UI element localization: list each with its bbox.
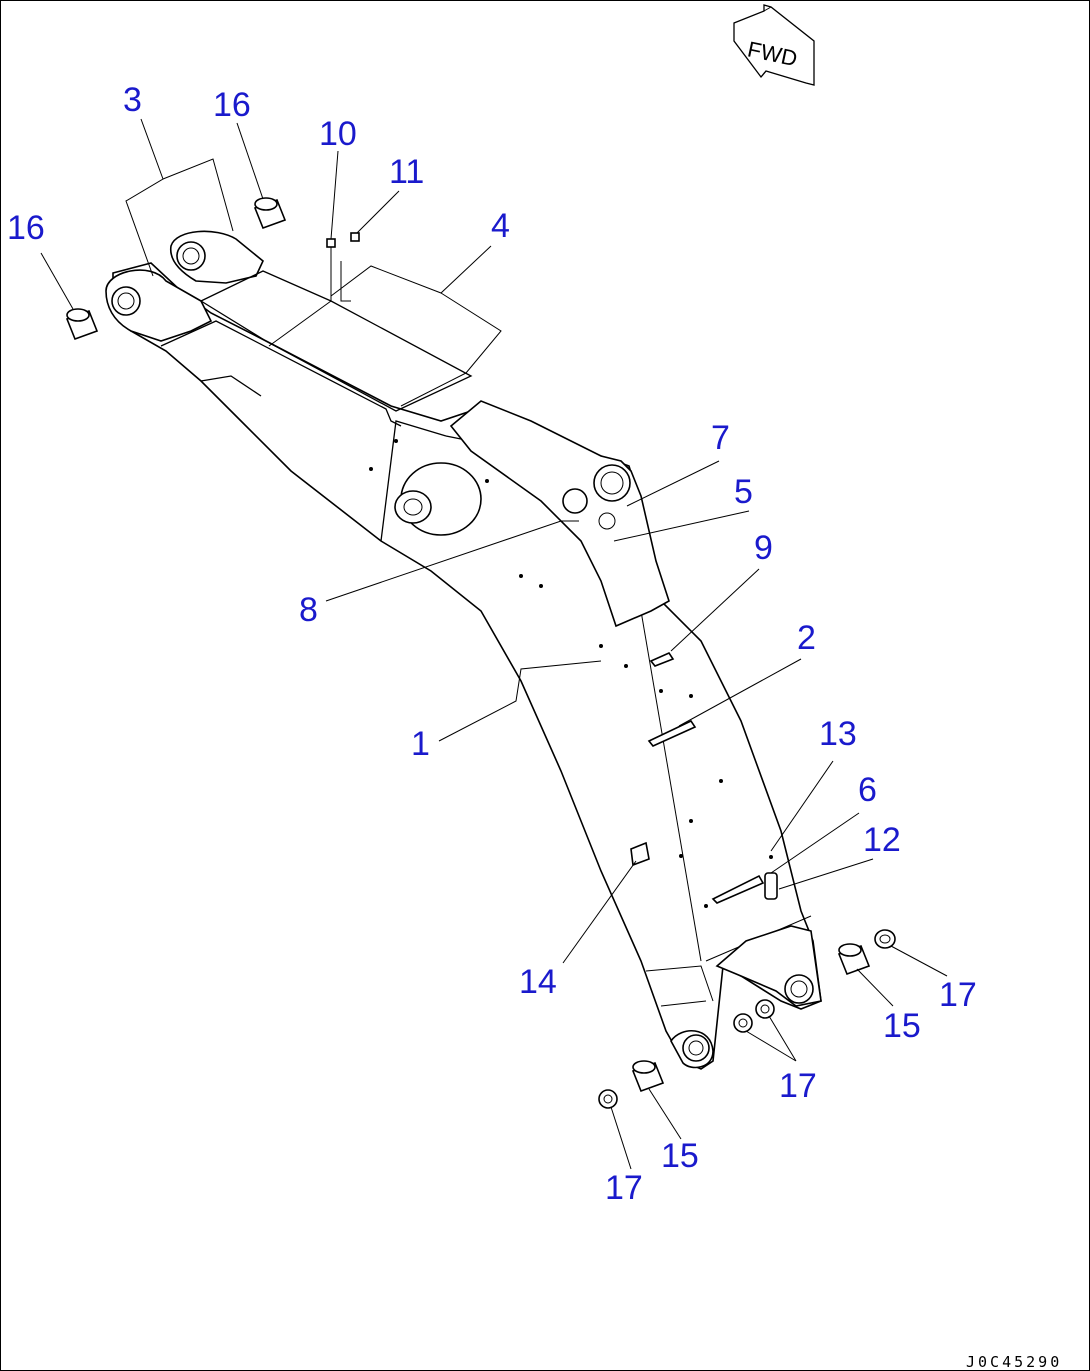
callout-17-center: 17 bbox=[779, 1067, 817, 1105]
callout-4: 4 bbox=[491, 207, 510, 245]
callout-15-right: 15 bbox=[883, 1007, 921, 1045]
fwd-arrow-icon: FWD bbox=[733, 4, 815, 86]
bushing-16-right-icon bbox=[253, 197, 287, 230]
seal-17-center-a-icon bbox=[733, 1013, 753, 1033]
seal-17-right-icon bbox=[874, 929, 896, 949]
callout-16-left: 16 bbox=[7, 209, 45, 247]
callout-14: 14 bbox=[519, 963, 557, 1001]
callout-12: 12 bbox=[863, 821, 901, 859]
callout-1: 1 bbox=[411, 725, 430, 763]
callout-2: 2 bbox=[797, 619, 816, 657]
bushing-15-bottom-icon bbox=[631, 1060, 665, 1093]
seal-17-bottom-icon bbox=[598, 1089, 618, 1109]
drawing-id: J0C45290 bbox=[966, 1353, 1062, 1371]
bushing-16-left-icon bbox=[65, 308, 99, 341]
bushing-15-right-icon bbox=[837, 943, 871, 976]
callout-17-bottom: 17 bbox=[605, 1169, 643, 1207]
callout-7: 7 bbox=[711, 419, 730, 457]
boom-assembly bbox=[105, 230, 822, 1070]
seal-17-center-b-icon bbox=[755, 999, 775, 1019]
callout-3: 3 bbox=[123, 81, 142, 119]
callout-6: 6 bbox=[858, 771, 877, 809]
callout-9: 9 bbox=[754, 529, 773, 567]
callout-17-right: 17 bbox=[939, 976, 977, 1014]
callout-5: 5 bbox=[734, 473, 753, 511]
callout-10: 10 bbox=[319, 115, 357, 153]
callout-16-top: 16 bbox=[213, 86, 251, 124]
callout-15-bottom: 15 bbox=[661, 1137, 699, 1175]
callout-13: 13 bbox=[819, 715, 857, 753]
callout-11: 11 bbox=[389, 153, 424, 191]
callout-8: 8 bbox=[299, 591, 318, 629]
leader-lines bbox=[40, 118, 948, 1170]
